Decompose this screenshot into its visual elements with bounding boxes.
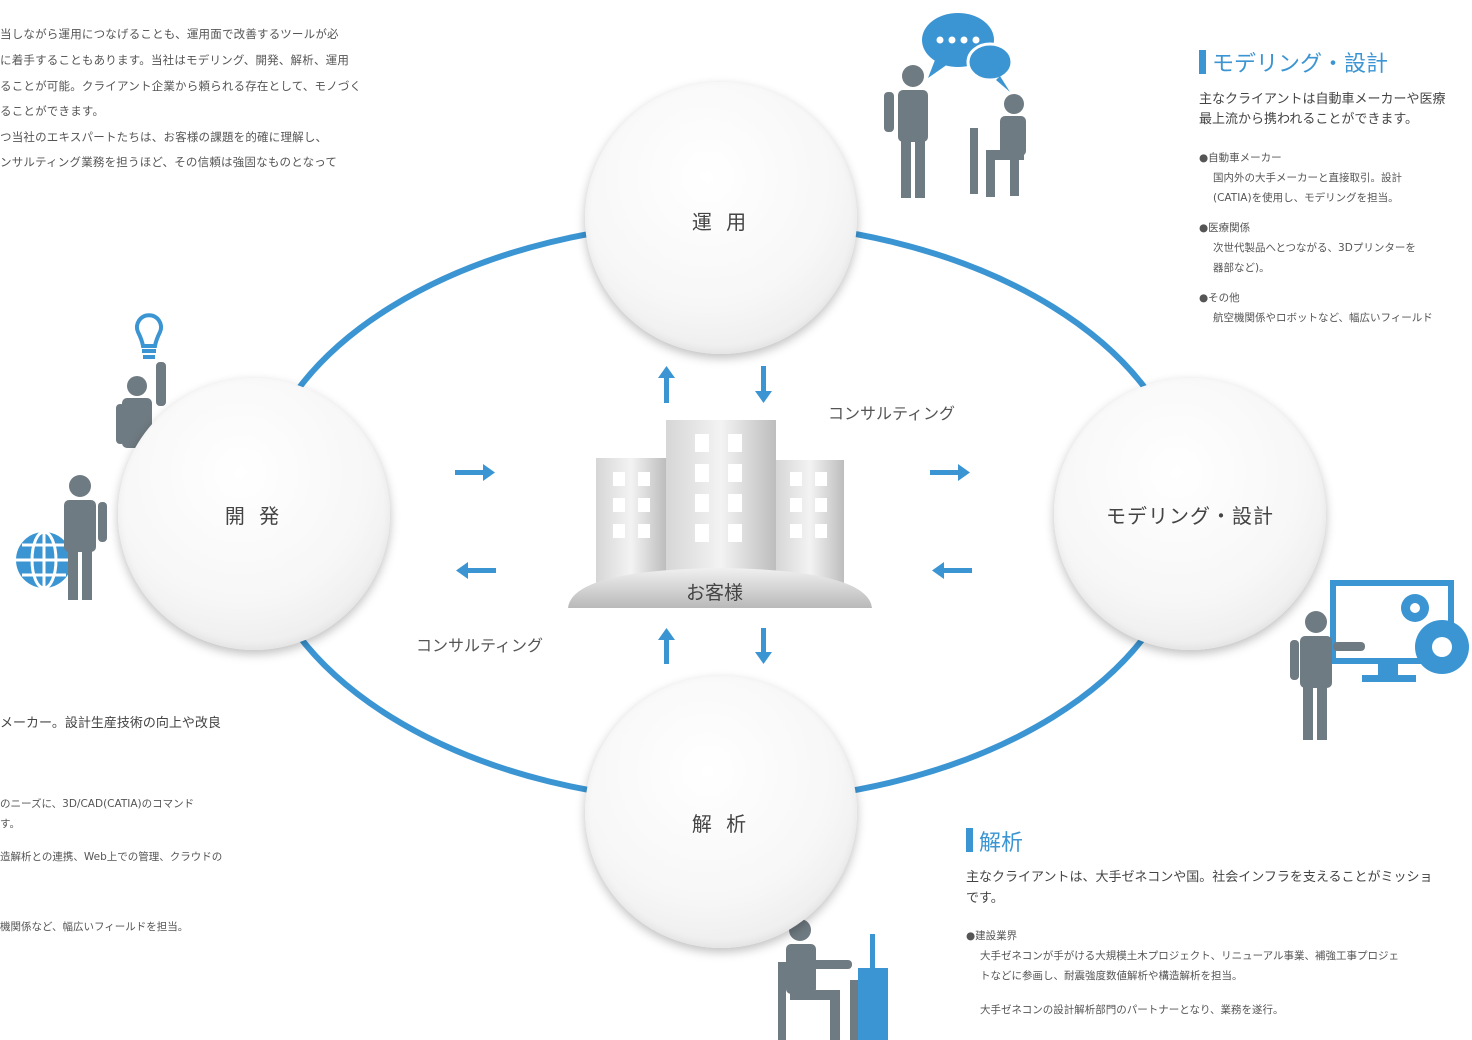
- text-line: 国内外の大手メーカーと直接取引。設計: [1213, 172, 1402, 184]
- text-line: 機関係など、幅広いフィールドを担当。: [0, 921, 189, 933]
- text-line: ●その他: [1199, 292, 1240, 304]
- node-unyou-label: 運 用: [691, 210, 751, 234]
- node-kaiseki-label: 解 析: [691, 812, 751, 836]
- globe-icon: [16, 530, 72, 590]
- arrow-left-right: [455, 464, 495, 481]
- arrow-left-left: [456, 562, 496, 579]
- text-line: つ当社のエキスパートたちは、お客様の課題を的確に理解し、: [0, 130, 328, 144]
- text-line: 最上流から携われることができます。: [1199, 112, 1419, 127]
- node-kaiseki: 解 析: [585, 676, 857, 948]
- standing-person-icon: [884, 65, 928, 198]
- building-icon: [568, 420, 872, 608]
- text-line: 主なクライアントは自動車メーカーや医療: [1199, 92, 1446, 107]
- text-line: ンサルティング業務を担うほど、その信頼は強固なものとなって: [0, 155, 338, 169]
- text-line: 器部など)。: [1213, 262, 1270, 274]
- arrow-right-right: [930, 464, 970, 481]
- text-line: 航空機関係やロボットなど、幅広いフィールド: [1213, 312, 1433, 324]
- consulting-label-top: コンサルティング: [828, 404, 956, 423]
- text-line: 大手ゼネコンが手がける大規模土木プロジェクト、リニューアル事業、補強工事プロジェ: [980, 950, 1400, 962]
- text-line: ●建設業界: [966, 930, 1018, 942]
- node-kaihatsu: 開 発: [118, 378, 390, 650]
- text-line: ●自動車メーカー: [1199, 152, 1282, 164]
- node-modeling-label: モデリング・設計: [1106, 504, 1274, 528]
- text-line: メーカー。設計生産技術の向上や改良: [0, 716, 221, 731]
- monitor-person-icon: [1290, 611, 1365, 740]
- lightbulb-icon: [135, 313, 163, 359]
- node-modeling: モデリング・設計: [1054, 378, 1326, 650]
- arrow-bottom-down: [755, 628, 772, 664]
- text-line: 当しながら運用につなげることも、運用面で改善するツールが必: [0, 27, 339, 41]
- modeling-heading: モデリング・設計: [1212, 52, 1389, 77]
- text-line: (CATIA)を使用し、モデリングを担当。: [1213, 192, 1399, 204]
- consulting-label-bottom: コンサルティング: [416, 636, 544, 655]
- seated-person-icon: [970, 94, 1026, 197]
- node-unyou: 運 用: [585, 82, 857, 354]
- text-line: ることが可能。クライアント企業から頼られる存在として、モノづく: [0, 79, 362, 93]
- monitor-gear-icon: [1330, 580, 1469, 682]
- node-kaihatsu-label: 開 発: [224, 504, 284, 528]
- text-line: のニーズに、3D/CAD(CATIA)のコマンド: [0, 798, 195, 810]
- text-line: ●医療関係: [1199, 222, 1251, 234]
- text-line: 造解析との連携、Web上での管理、クラウドの: [0, 851, 223, 863]
- text-line: に着手することもあります。当社はモデリング、開発、解析、運用: [0, 53, 350, 67]
- text-line: です。: [966, 891, 1004, 906]
- text-line: 大手ゼネコンの設計解析部門のパートナーとなり、業務を遂行。: [980, 1004, 1284, 1016]
- heading-bar: [966, 828, 973, 852]
- text-line: す。: [0, 818, 20, 830]
- text-line: 主なクライアントは、大手ゼネコンや国。社会インフラを支えることがミッショ: [966, 870, 1433, 885]
- desk-person-icon: [778, 919, 858, 1040]
- arrow-top-down: [755, 366, 772, 403]
- arrow-right-left: [932, 562, 972, 579]
- desk-computer-icon: [858, 934, 888, 1040]
- center-customer-label: お客様: [686, 582, 744, 604]
- text-line: 次世代製品へとつながる、3Dプリンターを: [1213, 242, 1416, 254]
- text-line: トなどに参画し、耐震強度数値解析や構造解析を担当。: [980, 970, 1243, 982]
- analysis-heading: 解析: [979, 831, 1024, 856]
- speech-bubble-icon: [922, 13, 1014, 92]
- arrow-top-up: [658, 366, 675, 403]
- globe-person-icon: [64, 475, 107, 600]
- text-line: ることができます。: [0, 104, 105, 118]
- arrow-bottom-up: [658, 628, 675, 664]
- heading-bar: [1199, 50, 1206, 74]
